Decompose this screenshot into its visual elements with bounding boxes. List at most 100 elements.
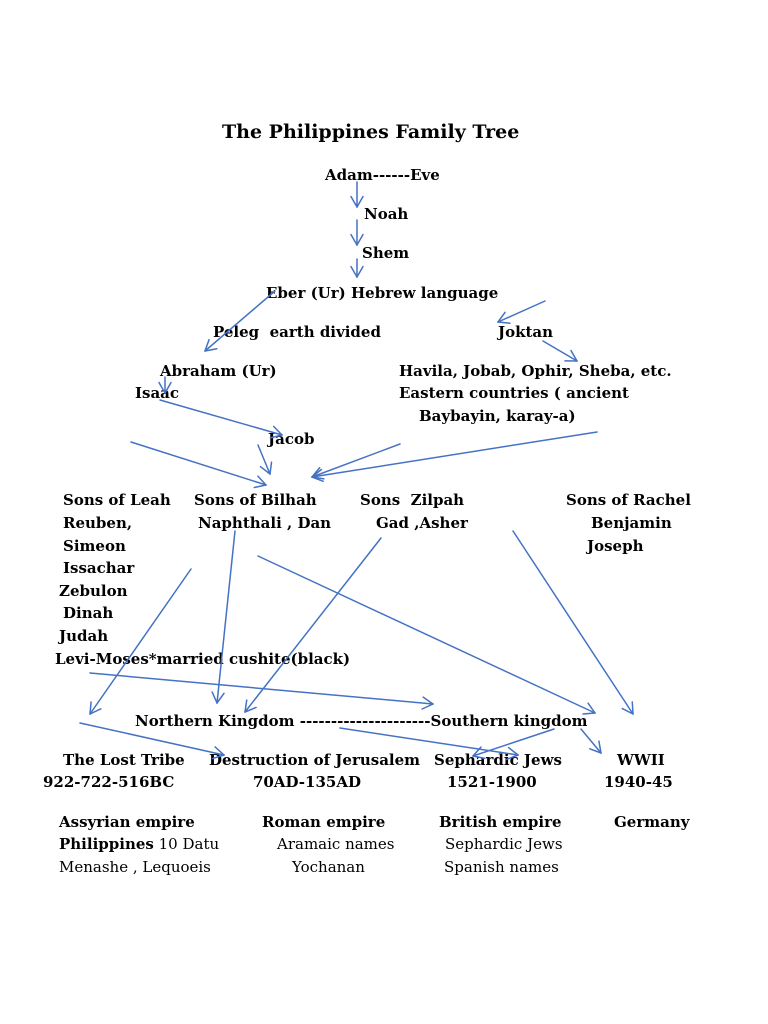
arrow-kingdom-to-sephardic — [339, 727, 519, 761]
arrow-shaft — [89, 672, 434, 705]
arrow-head — [422, 696, 434, 705]
arrow-shaft — [339, 727, 519, 756]
arrow-head — [350, 233, 358, 246]
arrow-head — [244, 706, 257, 713]
leah-daughter-dinah: Dinah — [63, 604, 114, 622]
kingdoms-line: Northern Kingdom ---------------------So… — [135, 712, 588, 730]
adam-eve-node: Adam------Eve — [325, 166, 440, 184]
bilhah-sons: Naphthali , Dan — [198, 514, 332, 532]
page-title: The Philippines Family Tree — [222, 121, 520, 143]
arrow-head — [472, 746, 482, 757]
arrow-eastern-to-tribes — [311, 443, 401, 480]
noah-node: Noah — [364, 205, 409, 223]
arrow-abraham-to-isaac — [158, 376, 172, 394]
eastern-countries-line1: Eastern countries ( ancient — [399, 384, 629, 402]
era-aramaic-names: Aramaic names — [277, 835, 395, 853]
peleg-node: Peleg earth divided — [213, 323, 381, 341]
sons-of-leah-heading: Sons of Leah — [63, 491, 171, 509]
arrow-shaft — [542, 340, 578, 362]
arrow-head — [621, 707, 634, 715]
era-germany: Germany — [614, 813, 690, 831]
arrow-shaft — [311, 431, 598, 478]
leah-son-reuben: Reuben, — [63, 514, 133, 532]
abraham-node: Abraham (Ur) — [160, 362, 277, 380]
philippines-label: Philippines — [59, 835, 154, 853]
arrow-head — [211, 754, 225, 760]
arrow-head — [214, 746, 225, 756]
era-lost-tribe-dates: 922-722-516BC — [43, 773, 175, 791]
arrow-head — [244, 699, 248, 713]
era-sephardic-jews-note: Sephardic Jews — [445, 835, 563, 853]
sons-of-bilhah-heading: Sons of Bilhah — [194, 491, 317, 509]
era-british-empire: British empire — [439, 813, 562, 831]
arrow-head — [216, 692, 225, 704]
era-destruction-dates: 70AD-135AD — [253, 773, 361, 791]
era-wwii-heading: WWII — [617, 751, 665, 769]
arrow-head — [497, 311, 506, 323]
arrow-head — [269, 434, 283, 439]
arrow-zilpah-to-northern — [244, 537, 382, 713]
arrow-head — [356, 195, 364, 208]
arrow-shaft — [130, 441, 267, 486]
arrow-head — [269, 461, 273, 475]
arrow-head — [204, 347, 218, 352]
arrow-isaac-to-jacob — [159, 399, 283, 439]
arrow-shaft — [580, 728, 602, 754]
era-lost-tribe-heading: The Lost Tribe — [63, 751, 185, 769]
eastern-countries-line2: Baybayin, karay-a) — [419, 407, 576, 425]
zilpah-sons: Gad ,Asher — [376, 514, 468, 532]
arrow-shaft — [311, 443, 401, 478]
arrow-adam-to-noah — [350, 181, 364, 208]
era-lost-tribe-note1: Philippines 10 Datu — [59, 835, 219, 853]
arrow-lost-tribe-to-jerusalem — [79, 722, 225, 760]
eber-node: Eber (Ur) Hebrew language — [266, 284, 499, 302]
arrow-head — [497, 321, 511, 324]
leah-son-levi: Levi-Moses*married cushite(black) — [55, 650, 351, 668]
arrow-shaft — [89, 568, 192, 715]
shem-node: Shem — [362, 244, 410, 262]
arrow-shaft — [497, 300, 546, 323]
arrow-head — [89, 708, 102, 715]
arrow-shaft — [204, 290, 276, 352]
arrow-jacob-to-tribes — [257, 444, 273, 475]
arrow-bilhah-to-southern — [257, 555, 596, 715]
arrow-rachel-to-wwii — [512, 530, 634, 715]
arrow-shaft — [472, 728, 555, 757]
arrow-shaft — [216, 530, 236, 704]
sons-of-rachel-heading: Sons of Rachel — [566, 491, 691, 509]
arrow-head — [211, 691, 218, 704]
arrow-levi-to-southern — [89, 672, 434, 710]
arrow-head — [158, 381, 166, 394]
joktan-node: Joktan — [498, 323, 554, 341]
era-spanish-names-note: Spanish names — [444, 858, 559, 876]
arrow-head — [421, 703, 434, 710]
arrow-head — [257, 475, 267, 486]
arrow-head — [472, 755, 486, 760]
arrow-southern-to-sephardic — [472, 728, 555, 760]
arrow-head — [89, 701, 92, 715]
arrow-shaft — [257, 444, 271, 475]
arrow-eber-to-joktan — [497, 300, 546, 324]
arrow-head — [350, 195, 358, 208]
arrow-head — [356, 233, 364, 246]
arrow-shem-to-eber — [350, 258, 364, 278]
arrow-joktan-to-sons — [542, 340, 578, 362]
leah-son-zebulon: Zebulon — [59, 582, 128, 600]
arrow-head — [204, 338, 210, 352]
arrow-bilhah-to-northern — [211, 530, 236, 704]
arrow-head — [570, 349, 578, 362]
arrow-head — [587, 702, 596, 714]
arrow-head — [311, 468, 323, 478]
arrow-eber-to-peleg — [204, 290, 276, 352]
era-roman-empire: Roman empire — [262, 813, 386, 831]
arrow-far-right-to-tribes — [311, 431, 598, 483]
arrow-head — [164, 381, 172, 394]
rachel-son-joseph: Joseph — [587, 537, 644, 555]
arrow-head — [259, 465, 271, 475]
arrow-head — [582, 712, 596, 715]
arrow-shaft — [159, 399, 283, 436]
arrow-leah-to-lost-tribe — [89, 568, 192, 715]
arrow-shaft — [257, 555, 596, 714]
datu-label: 10 Datu — [153, 835, 220, 853]
arrow-head — [506, 754, 519, 761]
